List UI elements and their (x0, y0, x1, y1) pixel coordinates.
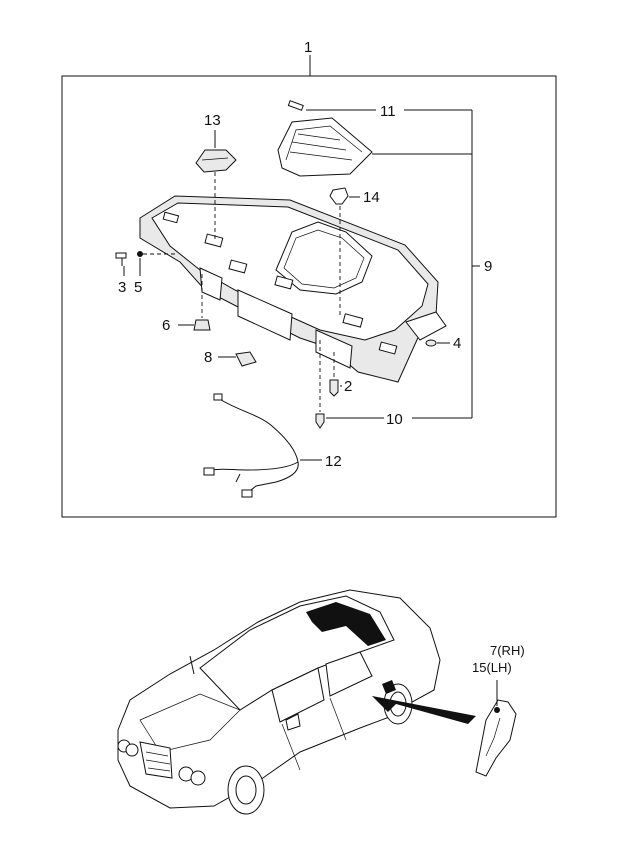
part-7-15-trim: 7(RH) 15(LH) (472, 643, 525, 777)
callout-4: 4 (453, 335, 461, 352)
part-3-5: 3 5 (115, 251, 176, 296)
package-tray (139, 195, 447, 383)
part-14: 14 (329, 187, 380, 318)
part-11: 11 (277, 100, 396, 177)
callout-14: 14 (363, 189, 380, 206)
exploded-view: 1 13 (61, 39, 557, 518)
callout-6: 6 (162, 317, 170, 334)
callout-3: 3 (118, 279, 126, 296)
assembly-frame (61, 75, 557, 518)
callout-2: 2 (344, 378, 352, 395)
callout-10: 10 (386, 411, 403, 428)
part-6: 6 (162, 274, 211, 334)
callout-1: 1 (304, 39, 312, 56)
callout-9-bracket: 9 (372, 109, 492, 418)
part-10: 10 (315, 340, 472, 429)
part-12: 12 (203, 393, 342, 498)
callout-5: 5 (134, 279, 142, 296)
callout-9: 9 (484, 258, 492, 275)
callout-11: 11 (380, 103, 396, 120)
callout-7-rh: 7(RH) (490, 643, 525, 658)
car-illustration (117, 589, 476, 815)
part-2: 2 (329, 352, 352, 397)
part-13: 13 (195, 112, 237, 240)
callout-15-lh: 15(LH) (472, 660, 512, 675)
part-8: 8 (204, 349, 257, 367)
part-4: 4 (425, 335, 461, 352)
callout-12: 12 (325, 453, 342, 470)
callout-8: 8 (204, 349, 212, 366)
callout-13: 13 (204, 112, 221, 129)
